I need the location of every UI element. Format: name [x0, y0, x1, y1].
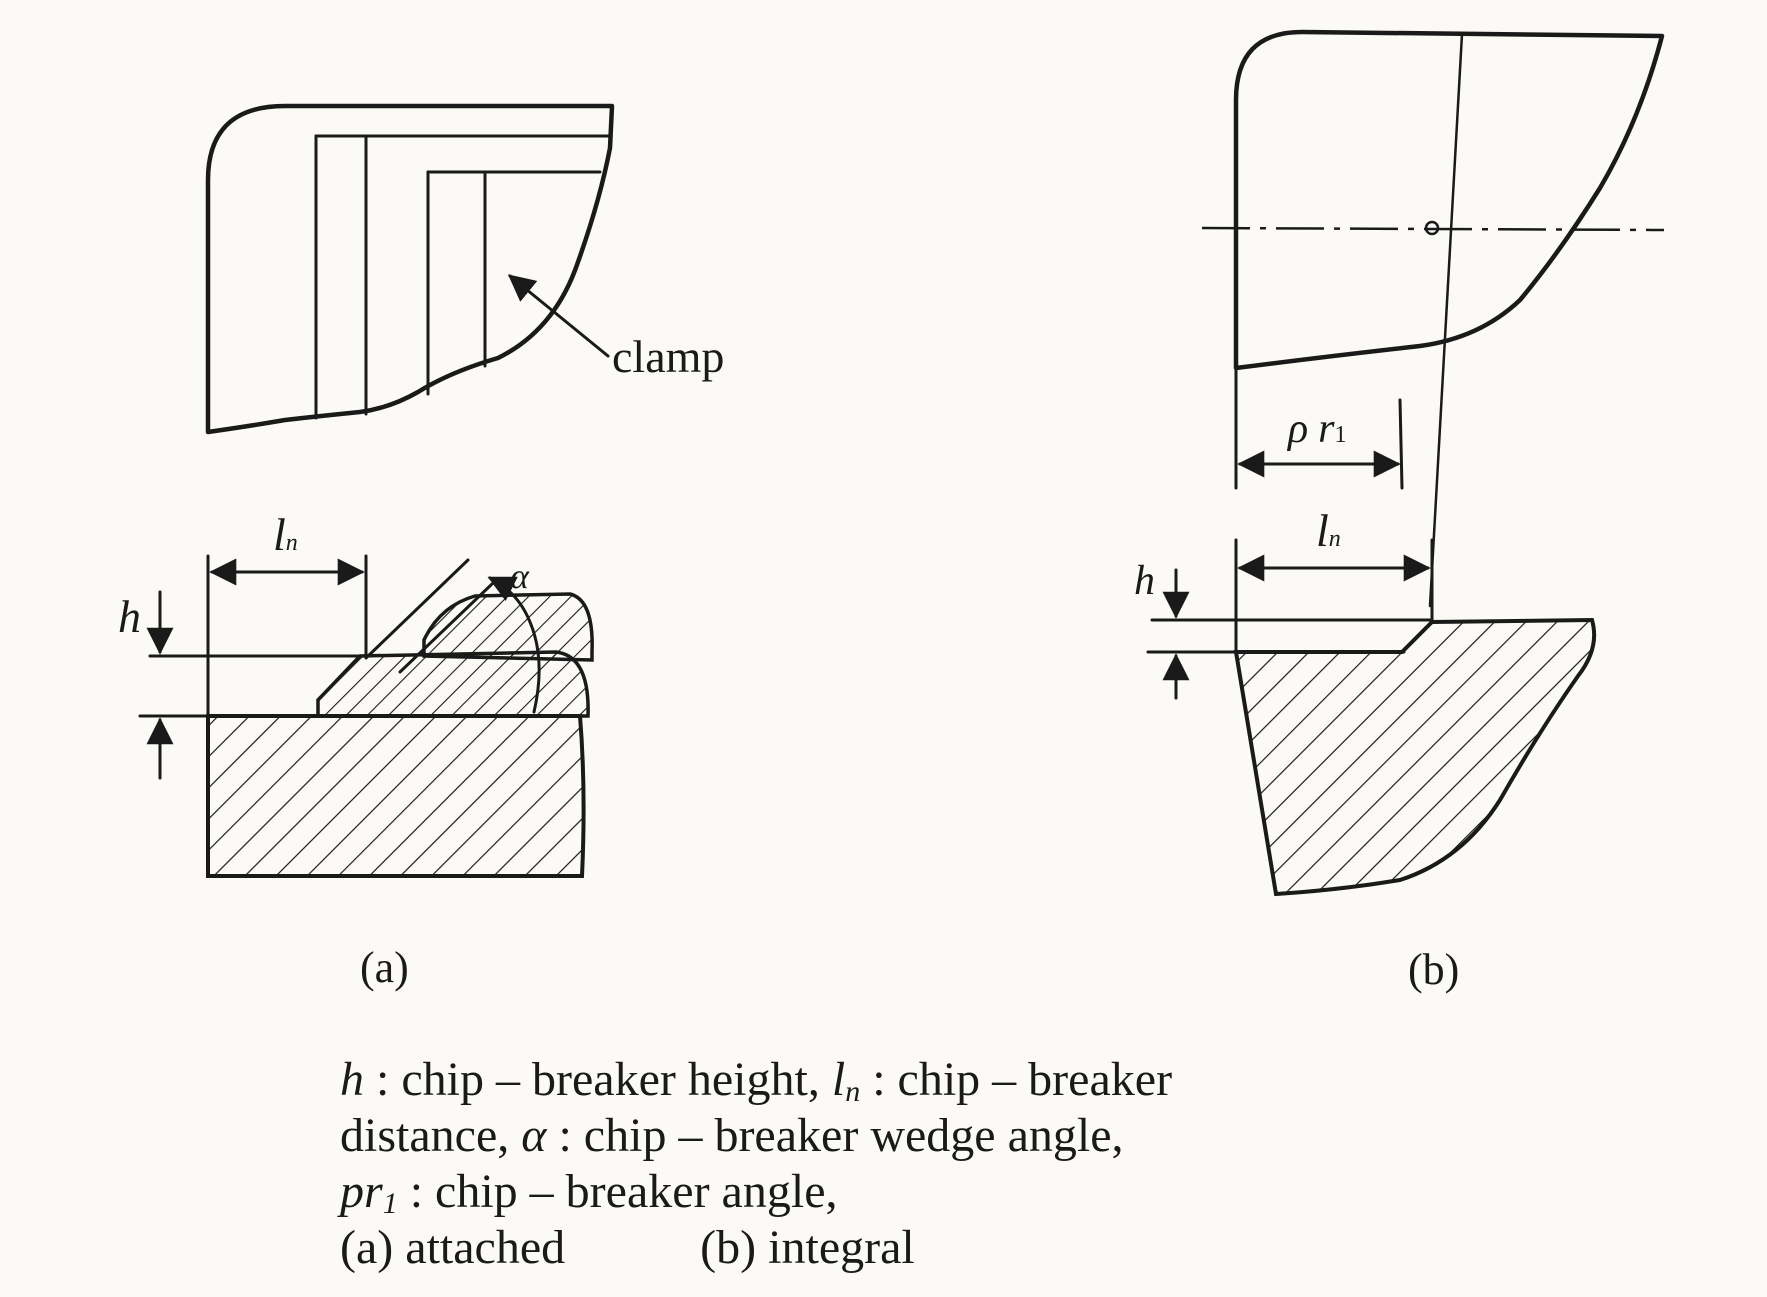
caption-h-desc: : chip – breaker height,	[364, 1053, 820, 1106]
h-label-a: h	[118, 591, 141, 642]
panel-a-top-view: clamp	[205, 103, 724, 435]
caption-alpha-desc: : chip – breaker wedge angle,	[546, 1109, 1124, 1162]
alpha-angle-arc	[487, 576, 541, 714]
caption-ln-desc: : chip – breaker	[860, 1053, 1173, 1106]
tool-body-b	[1233, 617, 1597, 897]
alpha-label-a: α	[510, 556, 530, 596]
h-label-b: h	[1134, 558, 1155, 604]
clamp-leader-line	[507, 274, 610, 358]
caption-line-1: h : chip – breaker height, ln : chip – b…	[340, 1052, 1440, 1108]
caption-alpha-symbol: α	[521, 1109, 547, 1162]
panel-a-section: α h ln (a)	[118, 509, 594, 992]
tool-top-outline-b	[1233, 29, 1665, 371]
clamp-label: clamp	[612, 331, 724, 382]
caption-pr-desc: : chip – breaker angle,	[397, 1165, 838, 1218]
axis-vertical-b	[1428, 32, 1464, 608]
caption-line-3: pr1 : chip – breaker angle,	[340, 1164, 1440, 1220]
rho-ext-right-b	[1398, 398, 1404, 490]
wedge-face-line-a	[364, 558, 470, 660]
clamp-top-block-a	[422, 592, 594, 662]
ln-label-a: ln	[273, 509, 298, 560]
centerline-b	[1201, 226, 1665, 232]
caption-ln-symbol: ln	[831, 1053, 861, 1108]
center-point-b	[1424, 220, 1440, 236]
caption-line-2: distance, α : chip – breaker wedge angle…	[340, 1108, 1440, 1164]
caption-integral: (b) integral	[700, 1221, 915, 1274]
tool-body-a	[206, 714, 586, 878]
caption-attached: (a) attached	[340, 1221, 566, 1274]
caption-h-symbol: h	[340, 1053, 364, 1106]
caption-distance: distance,	[340, 1109, 510, 1162]
panel-b-section: ln h (b)	[1134, 505, 1597, 994]
figure-caption: h : chip – breaker height, ln : chip – b…	[340, 1052, 1440, 1276]
panel-a-label: (a)	[360, 943, 409, 992]
ln-label-b: ln	[1316, 505, 1341, 556]
wedge-face-line-a2	[398, 582, 494, 674]
caption-pr-symbol: pr1	[340, 1165, 398, 1220]
tool-top-outline-a	[205, 103, 615, 435]
caption-line-4: (a) attached (b) integral	[340, 1220, 1440, 1276]
clamp-insert-a	[316, 650, 590, 718]
panel-b-label: (b)	[1408, 945, 1459, 994]
